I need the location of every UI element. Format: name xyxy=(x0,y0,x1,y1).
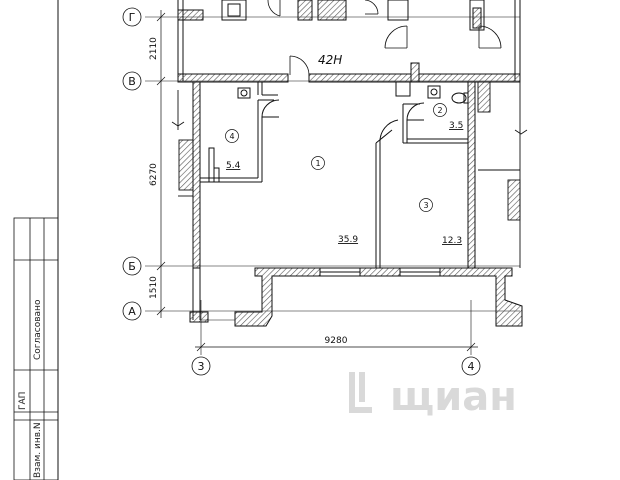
room-1-area: 35.9 xyxy=(338,235,358,245)
axis-bubble-3: 3 xyxy=(191,356,211,376)
apartment-walls xyxy=(192,81,476,320)
svg-text:2: 2 xyxy=(437,106,442,115)
room-3-area: 12.3 xyxy=(442,236,462,246)
axis-bubble-4: 4 xyxy=(461,356,481,376)
corridor-wall xyxy=(177,62,521,83)
bottom-wall xyxy=(189,267,523,327)
watermark: щиан xyxy=(349,372,517,420)
dim-width: 9280 xyxy=(325,336,348,346)
upper-walls xyxy=(177,0,521,81)
svg-text:щиан: щиан xyxy=(390,374,517,420)
dim-ba: 1510 xyxy=(149,276,159,299)
svg-text:А: А xyxy=(128,305,136,318)
room-1-marker: 1 xyxy=(311,156,325,170)
stamp-box xyxy=(13,217,59,480)
svg-text:3: 3 xyxy=(198,360,205,373)
svg-text:Г: Г xyxy=(129,11,136,24)
axis-bubble-b: Б xyxy=(122,256,142,276)
svg-text:3: 3 xyxy=(423,201,428,210)
dim-vb: 6270 xyxy=(149,163,159,186)
upper-doors xyxy=(267,0,502,76)
room-4-area: 5.4 xyxy=(226,161,241,171)
room-4-marker: 4 xyxy=(225,129,239,143)
unit-label: 42Н xyxy=(318,53,342,67)
room-3-partition xyxy=(375,119,399,268)
dimension-vertical xyxy=(156,10,166,318)
bathroom-4-walls xyxy=(200,82,280,183)
watermark-logo-icon xyxy=(349,372,372,413)
svg-text:Б: Б xyxy=(128,260,136,273)
dim-gv: 2110 xyxy=(149,37,159,60)
svg-text:4: 4 xyxy=(229,132,234,141)
svg-text:4: 4 xyxy=(468,360,475,373)
bathroom-2-walls xyxy=(395,81,469,144)
svg-text:В: В xyxy=(128,75,136,88)
dimension-horizontal xyxy=(195,342,478,352)
axis-bubble-v: В xyxy=(122,71,142,91)
side-fragments xyxy=(171,81,528,268)
stamp-gap: ГАП xyxy=(18,392,28,410)
room-2-marker: 2 xyxy=(433,103,447,117)
room-3-marker: 3 xyxy=(419,198,433,212)
axis-lines xyxy=(145,16,520,355)
axis-bubble-g: Г xyxy=(122,7,142,27)
axis-bubble-a: А xyxy=(122,301,142,321)
stamp-approved: Согласовано xyxy=(33,299,43,360)
svg-text:1: 1 xyxy=(315,159,320,168)
room-2-area: 3.5 xyxy=(449,121,463,131)
stamp-inv: Взам. инв.N xyxy=(33,422,43,478)
